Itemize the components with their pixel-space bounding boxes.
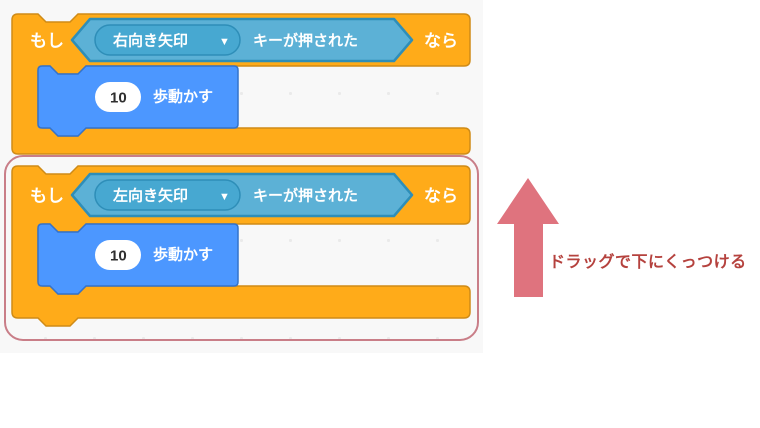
highlight-outline xyxy=(4,155,479,341)
then-label: なら xyxy=(424,32,458,51)
key-dropdown-value[interactable]: 左向き矢印 xyxy=(112,187,188,205)
steps-value[interactable]: 10 xyxy=(110,90,127,107)
steps-input[interactable] xyxy=(95,240,141,270)
if-label: もし xyxy=(30,187,64,206)
if-block-left-arrow[interactable]: もし 左向き矢印 ▼ キーが押された なら 10 歩動かす xyxy=(11,165,471,327)
chevron-down-icon[interactable]: ▼ xyxy=(219,36,230,48)
key-dropdown[interactable] xyxy=(94,179,241,211)
key-pressed-condition-block[interactable]: 右向き矢印 ▼ キーが押された xyxy=(70,17,414,63)
move-label: 歩動かす xyxy=(153,88,213,106)
key-dropdown-value[interactable]: 右向き矢印 xyxy=(113,32,188,50)
if-block-right-arrow[interactable]: もし 右向き矢印 ▼ キーが押された なら 10 歩動かす xyxy=(11,13,471,155)
chevron-down-icon[interactable]: ▼ xyxy=(219,191,230,203)
up-arrow-icon xyxy=(497,178,559,297)
annotation-text: ドラッグで下にくっつける xyxy=(549,254,747,271)
key-dropdown[interactable] xyxy=(94,24,241,56)
key-pressed-label: キーが押された xyxy=(253,32,358,50)
key-pressed-condition-block[interactable]: 左向き矢印 ▼ キーが押された xyxy=(70,172,414,218)
steps-value[interactable]: 10 xyxy=(110,248,127,265)
move-steps-block[interactable]: 10 歩動かす xyxy=(37,65,239,137)
key-pressed-label: キーが押された xyxy=(253,187,358,205)
if-label: もし xyxy=(30,32,64,51)
steps-input[interactable] xyxy=(95,82,141,112)
move-label: 歩動かす xyxy=(153,246,213,264)
then-label: なら xyxy=(424,187,458,206)
move-steps-block[interactable]: 10 歩動かす xyxy=(37,223,239,295)
